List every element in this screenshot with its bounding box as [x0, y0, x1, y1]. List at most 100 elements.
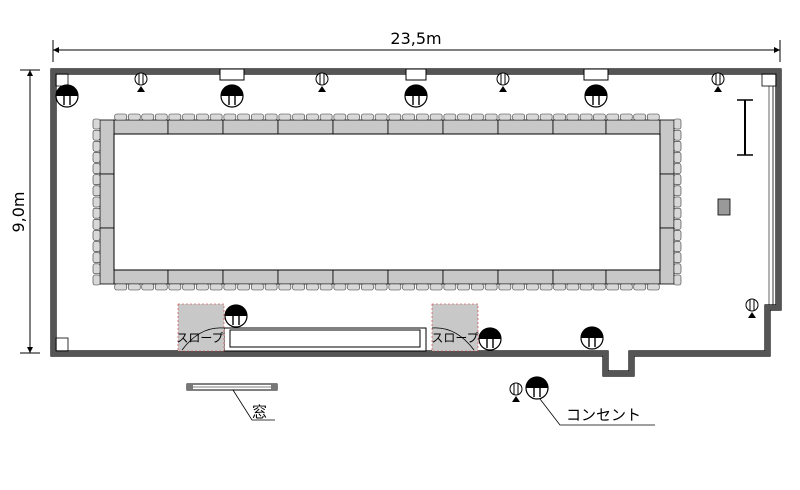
- chair: [646, 283, 660, 291]
- table: [497, 119, 554, 135]
- chair: [484, 283, 498, 291]
- chair: [429, 113, 443, 121]
- outlet-icon: [224, 304, 248, 328]
- table: [222, 269, 279, 285]
- chair: [646, 113, 660, 121]
- chair: [606, 113, 620, 121]
- chair: [673, 174, 682, 186]
- chair: [223, 113, 237, 121]
- chair: [673, 152, 682, 163]
- chair: [673, 207, 682, 219]
- chair: [264, 113, 278, 121]
- chair: [471, 283, 484, 291]
- chair: [553, 283, 566, 291]
- chair: [457, 283, 470, 291]
- chair: [333, 113, 347, 121]
- bottom-opening: [223, 327, 427, 352]
- table: [659, 173, 675, 229]
- slope-left: スロープ: [176, 303, 225, 352]
- table: [497, 269, 554, 285]
- chair: [484, 113, 498, 121]
- chair: [223, 283, 237, 291]
- slope-label-right: スロープ: [431, 331, 478, 345]
- table: [99, 173, 115, 229]
- chair: [673, 230, 682, 241]
- chair: [526, 113, 539, 121]
- chair: [92, 218, 101, 230]
- outlet-icon: [580, 326, 604, 350]
- table: [99, 227, 115, 285]
- table: [167, 119, 224, 135]
- table: [113, 119, 169, 135]
- table: [605, 119, 661, 135]
- slope-label-left: スロープ: [176, 331, 223, 345]
- outlet-legend: コンセント: [509, 376, 655, 426]
- chair: [92, 207, 101, 219]
- chair: [92, 185, 101, 197]
- height-label: 9,0m: [9, 191, 28, 232]
- chair: [114, 113, 128, 121]
- chair: [633, 283, 647, 291]
- spotlight-icon: [134, 72, 148, 93]
- chair: [374, 113, 388, 121]
- chair: [443, 283, 457, 291]
- chair: [388, 283, 402, 291]
- chair: [673, 274, 682, 286]
- table: [387, 119, 444, 135]
- chair: [416, 283, 429, 291]
- table: [442, 269, 499, 285]
- outlet-icon: [584, 84, 608, 108]
- table: [659, 227, 675, 285]
- chair: [566, 283, 580, 291]
- chair: [92, 196, 101, 208]
- chair: [512, 283, 525, 291]
- outlet-icon: [220, 84, 244, 108]
- dimension-width: 23,5m: [52, 29, 781, 62]
- outlet-icon-row-top: [55, 84, 608, 108]
- table: [605, 269, 661, 285]
- chair: [319, 113, 333, 121]
- table: [277, 269, 334, 285]
- chair: [416, 113, 429, 121]
- chair: [264, 283, 278, 291]
- table: [222, 119, 279, 135]
- chair: [333, 283, 347, 291]
- chair: [512, 113, 525, 121]
- chair: [278, 283, 292, 291]
- chair: [579, 113, 593, 121]
- chair: [471, 113, 484, 121]
- table: [277, 119, 334, 135]
- spotlight-icon: [509, 382, 523, 403]
- chair: [251, 283, 264, 291]
- chair: [673, 129, 682, 141]
- width-label: 23,5m: [390, 29, 441, 48]
- chair: [306, 113, 319, 121]
- chair: [251, 113, 264, 121]
- top-wall-alcoves: [219, 68, 609, 81]
- screen-icon: [737, 99, 753, 156]
- chair: [92, 140, 101, 152]
- chair: [92, 174, 101, 186]
- outlet-label: コンセント: [566, 406, 641, 424]
- table: [387, 269, 444, 285]
- table: [659, 119, 675, 175]
- chair: [209, 283, 223, 291]
- outlet-icon: [478, 327, 502, 351]
- table: [442, 119, 499, 135]
- table: [332, 119, 389, 135]
- chair: [673, 118, 682, 130]
- chair: [457, 113, 470, 121]
- chair: [92, 241, 101, 252]
- table: [113, 269, 169, 285]
- table: [99, 119, 115, 175]
- chair: [182, 113, 195, 121]
- chair: [237, 113, 250, 121]
- chair: [319, 283, 333, 291]
- table-hollow: [113, 133, 661, 271]
- chair: [579, 283, 593, 291]
- chair: [196, 113, 209, 121]
- spotlight-icon: [745, 298, 759, 319]
- chair: [498, 113, 512, 121]
